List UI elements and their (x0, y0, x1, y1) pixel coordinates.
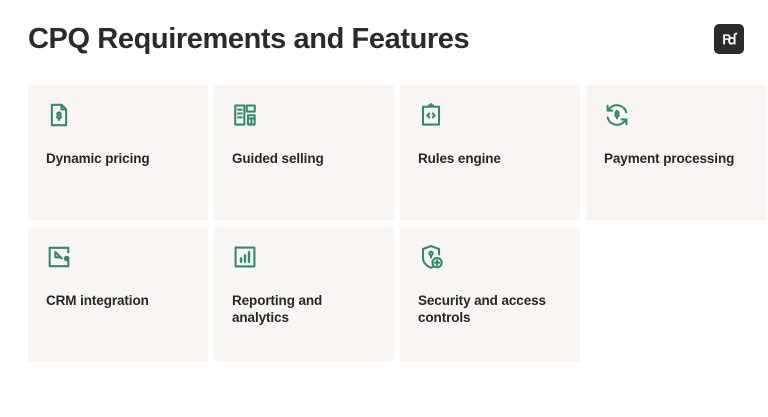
header: CPQ Requirements and Features (28, 14, 744, 64)
feature-card-label: Reporting and analytics (232, 293, 323, 325)
feature-card-label: Guided selling (232, 151, 324, 166)
feature-card-dynamic-pricing[interactable]: Dynamic pricing (28, 85, 208, 220)
document-dollar-icon (46, 102, 72, 128)
bar-chart-box-icon (232, 244, 258, 270)
feature-card-rules-engine[interactable]: Rules engine (400, 85, 580, 220)
refresh-dollar-icon (604, 102, 630, 128)
feature-card-label: CRM integration (46, 293, 149, 308)
feature-card-label: Rules engine (418, 151, 501, 166)
checklist-form-icon (232, 102, 258, 128)
feature-card-grid: Dynamic pricing Guided selling (28, 85, 766, 362)
feature-card-label: Payment processing (604, 151, 735, 166)
feature-card-payment-processing[interactable]: Payment processing (586, 85, 766, 220)
page-title: CPQ Requirements and Features (28, 23, 470, 55)
feature-card-crm-integration[interactable]: CRM integration (28, 227, 208, 362)
feature-card-reporting-analytics[interactable]: Reporting and analytics (214, 227, 394, 362)
arrow-into-box-icon (46, 244, 72, 270)
pandadoc-logo (714, 24, 744, 54)
clipboard-code-icon (418, 102, 444, 128)
feature-card-guided-selling[interactable]: Guided selling (214, 85, 394, 220)
feature-card-label: Dynamic pricing (46, 151, 150, 166)
feature-card-security-access[interactable]: Security and access controls (400, 227, 580, 362)
feature-card-label: Security and access controls (418, 293, 546, 325)
shield-lock-plus-icon (418, 244, 444, 270)
